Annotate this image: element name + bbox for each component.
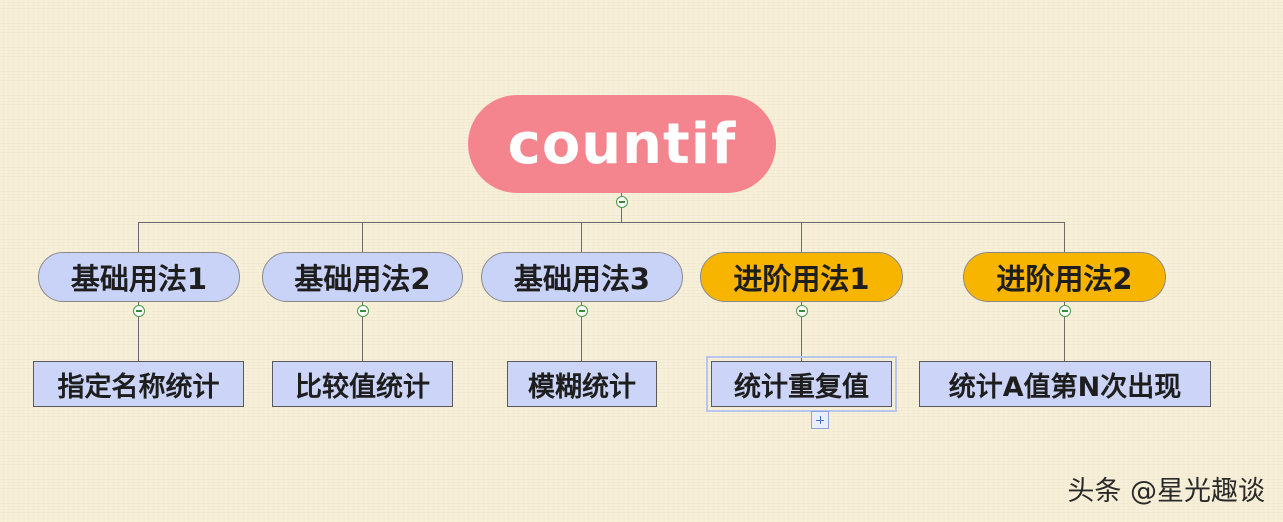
leaf-line-5: [1064, 302, 1065, 361]
drop-line-2: [362, 222, 363, 252]
collapse-minus-icon[interactable]: [796, 305, 808, 317]
leaf-line-1: [138, 302, 139, 361]
leaf-node-4[interactable]: 统计重复值: [706, 356, 897, 412]
expand-plus-icon[interactable]: [811, 411, 829, 429]
horizontal-connector: [138, 222, 1065, 223]
branch-node-advanced-1[interactable]: 进阶用法1: [700, 252, 903, 302]
branch-node-basic-3[interactable]: 基础用法3: [481, 252, 683, 302]
drop-line-5: [1064, 222, 1065, 252]
collapse-minus-icon[interactable]: [133, 305, 145, 317]
branch-node-basic-2[interactable]: 基础用法2: [262, 252, 463, 302]
leaf-line-2: [362, 302, 363, 361]
collapse-minus-icon[interactable]: [1059, 305, 1071, 317]
drop-line-3: [581, 222, 582, 252]
collapse-minus-icon[interactable]: [576, 305, 588, 317]
leaf-node-3[interactable]: 模糊统计: [507, 361, 657, 407]
root-node[interactable]: countif: [468, 95, 776, 193]
leaf-node-5[interactable]: 统计A值第N次出现: [919, 361, 1211, 407]
drop-line-4: [801, 222, 802, 252]
leaf-node-2[interactable]: 比较值统计: [272, 361, 453, 407]
leaf-line-4: [801, 302, 802, 361]
branch-node-advanced-2[interactable]: 进阶用法2: [963, 252, 1166, 302]
leaf-node-1[interactable]: 指定名称统计: [33, 361, 244, 407]
collapse-minus-icon[interactable]: [357, 305, 369, 317]
watermark-text: 头条 @星光趣谈: [1067, 476, 1265, 507]
leaf-line-3: [581, 302, 582, 361]
branch-node-basic-1[interactable]: 基础用法1: [38, 252, 240, 302]
collapse-minus-icon[interactable]: [616, 196, 628, 208]
drop-line-1: [138, 222, 139, 252]
